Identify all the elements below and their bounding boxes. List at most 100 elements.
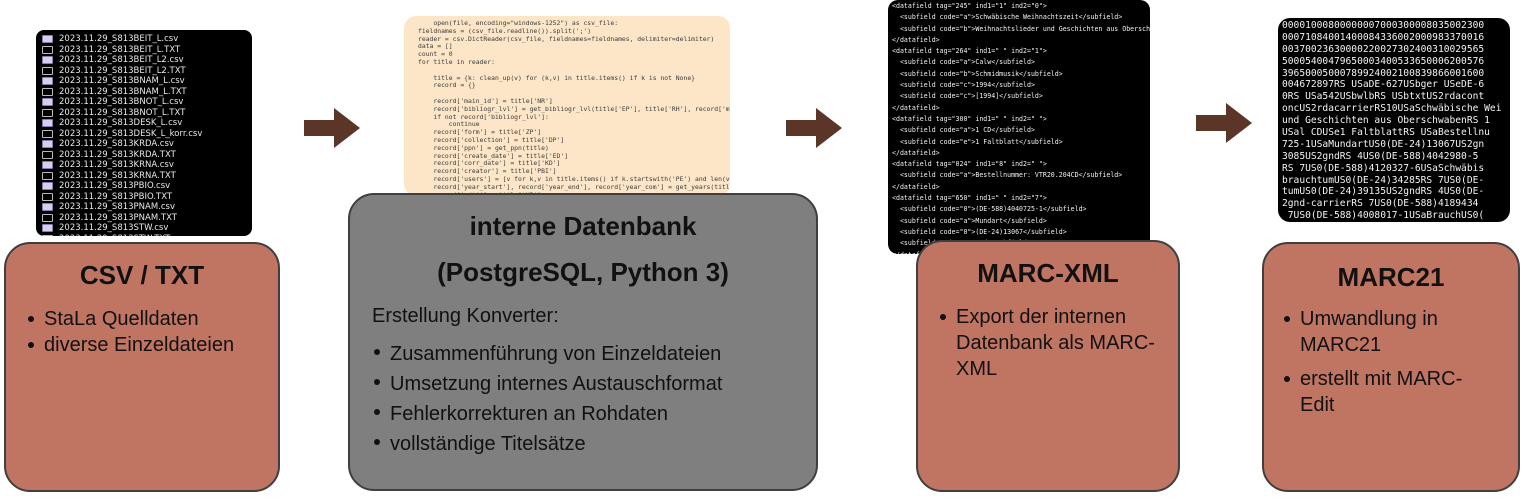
database-bullet: vollständige Titelsätze bbox=[372, 429, 812, 459]
xml-line: <subfield code="c">1994</subfield> bbox=[892, 81, 1035, 90]
file-list-item: 2023.11.29_S813PBIO.TXT bbox=[42, 192, 246, 203]
file-name: 2023.11.29_S813PBIO.csv bbox=[59, 181, 171, 192]
csv-txt-box: CSV / TXT StaLa Quelldaten diverse Einze… bbox=[4, 242, 280, 492]
marc-xml-screenshot: <datafield tag="245" ind1="1" ind2="0"> … bbox=[888, 0, 1150, 254]
file-name: 2023.11.29_S813BNAM_L.csv bbox=[59, 76, 185, 87]
code-line: record['creator'] = title['PBI'] bbox=[418, 167, 557, 176]
code-line: record['ppn'] = get_ppn(title) bbox=[418, 143, 549, 152]
xml-line: </datafield> bbox=[892, 182, 940, 191]
file-list-item: 2023.11.29_S813BNAM_L.TXT bbox=[42, 87, 246, 98]
xml-line: <subfield code="c">[1994]</subfield> bbox=[892, 92, 1043, 101]
file-list-item: 2023.11.29_S813KRNA.TXT bbox=[42, 171, 246, 182]
code-line: count = 0 bbox=[418, 50, 453, 59]
file-name: 2023.11.29_S813KRDA.csv bbox=[59, 139, 174, 150]
database-title-line2: (PostgreSQL, Python 3) bbox=[437, 257, 729, 287]
text-file-icon bbox=[42, 129, 53, 138]
code-line: record['users'] = [v for k,v in title.it… bbox=[418, 174, 730, 183]
marc21-line: und Geschichten aus OberschwabenRS 1 bbox=[1282, 115, 1490, 127]
marc-xml-box: MARC-XML Export der internen Datenbank a… bbox=[916, 240, 1180, 492]
file-name: 2023.11.29_S813STW.csv bbox=[59, 223, 169, 234]
python-code-screenshot: open(file, encoding="windows-1252") as c… bbox=[404, 16, 730, 196]
xml-line: <subfield code="a">Schwäbische Weihnacht… bbox=[892, 13, 1123, 22]
xml-line: <subfield code="b">Weihnachtslieder und … bbox=[899, 24, 1150, 33]
xml-line: <datafield tag="264" ind1=" " ind2="1"> bbox=[892, 47, 1047, 56]
code-line: record['create_date'] = title['ED'] bbox=[418, 151, 569, 160]
marc21-title: MARC21 bbox=[1337, 262, 1445, 292]
file-name: 2023.11.29_S813PNAM.csv bbox=[59, 202, 176, 213]
database-title-line1: interne Datenbank bbox=[469, 211, 697, 241]
xml-line: <datafield tag="024" ind1="8" ind2=" "> bbox=[892, 160, 1047, 169]
code-line: reader = csv.DictReader(csv_file, fieldn… bbox=[418, 34, 715, 43]
code-line: for title in reader: bbox=[418, 57, 495, 66]
marc21-box: MARC21 Umwandlung in MARC21 erstellt mit… bbox=[1262, 242, 1520, 492]
database-subtitle: Erstellung Konverter: bbox=[372, 305, 559, 327]
file-list-item: 2023.11.29_S813KRDA.csv bbox=[42, 139, 246, 150]
database-bullet: Umsetzung internes Austauschformat bbox=[372, 369, 812, 399]
xml-line: <subfield code="a">Calw</subfield> bbox=[892, 58, 1035, 67]
marc-xml-bullet: Export der internen Datenbank als MARC-X… bbox=[938, 304, 1158, 382]
database-bullet: Fehlerkorrekturen an Rohdaten bbox=[372, 399, 812, 429]
file-name: 2023.11.29_S813PBIO.TXT bbox=[59, 191, 173, 202]
marc21-line: 00071084001400084336002000983370016 bbox=[1282, 31, 1485, 43]
xml-line: </datafield> bbox=[892, 35, 940, 44]
file-name: 2023.11.29_S813DESK_L.csv bbox=[59, 118, 183, 129]
file-name: 2023.11.29_S813BNOT_L.TXT bbox=[59, 107, 186, 118]
arrow-right-icon bbox=[1196, 103, 1252, 143]
file-list-item: 2023.11.29_S813BNAM_L.csv bbox=[42, 76, 246, 87]
xml-line: <subfield code="a">Bestellnummer: VTR20.… bbox=[892, 171, 1123, 180]
csv-file-icon bbox=[42, 56, 53, 65]
code-line: record = {} bbox=[418, 81, 476, 90]
code-line: record['year_start'], record['year_end']… bbox=[418, 182, 730, 191]
xml-line: <subfield code="b">Schmidmusik</subfield… bbox=[892, 69, 1063, 78]
code-line: record['main_id'] = title['NR'] bbox=[418, 96, 553, 105]
marc21-bullets: Umwandlung in MARC21 erstellt mit MARC-E… bbox=[1282, 306, 1482, 418]
csv-file-icon bbox=[42, 119, 53, 128]
marc-xml-bullets: Export der internen Datenbank als MARC-X… bbox=[938, 304, 1158, 382]
marc21-line: 50005400479650003400533650006200576 bbox=[1282, 55, 1485, 67]
file-list-item: 2023.11.29_S813BEIT_L2.TXT bbox=[42, 66, 246, 77]
file-list-item: 2023.11.29_S813BEIT_L.TXT bbox=[42, 45, 246, 56]
file-name: 2023.11.29_S813BEIT_L.TXT bbox=[59, 44, 181, 55]
xml-line: <subfield code="a">Mundart</subfield> bbox=[892, 216, 1047, 225]
code-line: record['form'] = title['ZP'] bbox=[418, 128, 542, 137]
text-file-icon bbox=[42, 45, 53, 54]
code-line: data = [] bbox=[418, 42, 453, 51]
csv-bullet: diverse Einzeldateien bbox=[26, 332, 276, 358]
marc21-line: 00001000800000007000300008035002300 bbox=[1282, 20, 1485, 31]
file-list-item: 2023.11.29_S813BEIT_L2.csv bbox=[42, 55, 246, 66]
database-bullet: Zusammenführung von Einzeldateien bbox=[372, 339, 812, 369]
csv-file-icon bbox=[42, 203, 53, 212]
csv-txt-title: CSV / TXT bbox=[79, 260, 205, 290]
marc21-line: 0RS USa542USbwlbRS USbtxtUS2rdacont bbox=[1282, 91, 1485, 103]
code-line: record['collection'] = title['DP'] bbox=[418, 135, 565, 144]
csv-file-icon bbox=[42, 182, 53, 191]
xml-line: <subfield code="e">1 Faltblatt</subfield… bbox=[892, 137, 1063, 146]
marc21-line: 004672897RS USaDE-627USbger USeDE-6 bbox=[1282, 79, 1485, 91]
csv-file-icon bbox=[42, 140, 53, 149]
file-list-item: 2023.11.29_S813BEIT_L.csv bbox=[42, 34, 246, 45]
marc21-line: USal CDUSe1 FaltblattRS USaBestellnu bbox=[1282, 127, 1490, 139]
xml-line: <datafield tag="300" ind1=" " ind2=" "> bbox=[892, 114, 1047, 123]
csv-file-icon bbox=[42, 98, 53, 107]
marc21-line: 00370023630000220027302400310029565 bbox=[1282, 43, 1485, 55]
code-line: fieldnames = (csv_file.readline()).split… bbox=[418, 26, 592, 35]
marc21-bullet: erstellt mit MARC-Edit bbox=[1282, 366, 1482, 418]
marc21-line: 2gnd-carrierRS 7US0(DE-588)4189434 bbox=[1282, 198, 1479, 210]
file-list-item: 2023.11.29_S813PNAM.TXT bbox=[42, 213, 246, 224]
file-list-item: 2023.11.29_S813STW.csv bbox=[42, 223, 246, 234]
database-bullets: Zusammenführung von Einzeldateien Umsetz… bbox=[372, 339, 812, 459]
file-list-item: 2023.11.29_S813DESK_L.csv bbox=[42, 118, 246, 129]
code-line: if not record['bibliogr_lvl']: bbox=[418, 112, 549, 121]
text-file-icon bbox=[42, 171, 53, 180]
file-name: 2023.11.29_S813KRNA.TXT bbox=[59, 170, 176, 181]
marc21-line: 39650005000789924002100839866001600 bbox=[1282, 67, 1485, 79]
file-name: 2023.11.29_S813DESK_L_korr.csv bbox=[59, 128, 203, 139]
file-name: 2023.11.29_S813KRDA.TXT bbox=[59, 149, 176, 160]
code-line: record['corr_date'] = title['KD'] bbox=[418, 159, 561, 168]
csv-file-icon bbox=[42, 161, 53, 170]
marc21-line: oncUS2rdacarrierRS10USaSchwäbische Wei bbox=[1282, 103, 1502, 115]
marc21-line: brauchtumUS0(DE-24)34285RS 7US0(DE- bbox=[1282, 174, 1485, 186]
file-list-item: 2023.11.29_S813BNOT_L.csv bbox=[42, 97, 246, 108]
text-file-icon bbox=[42, 234, 53, 236]
